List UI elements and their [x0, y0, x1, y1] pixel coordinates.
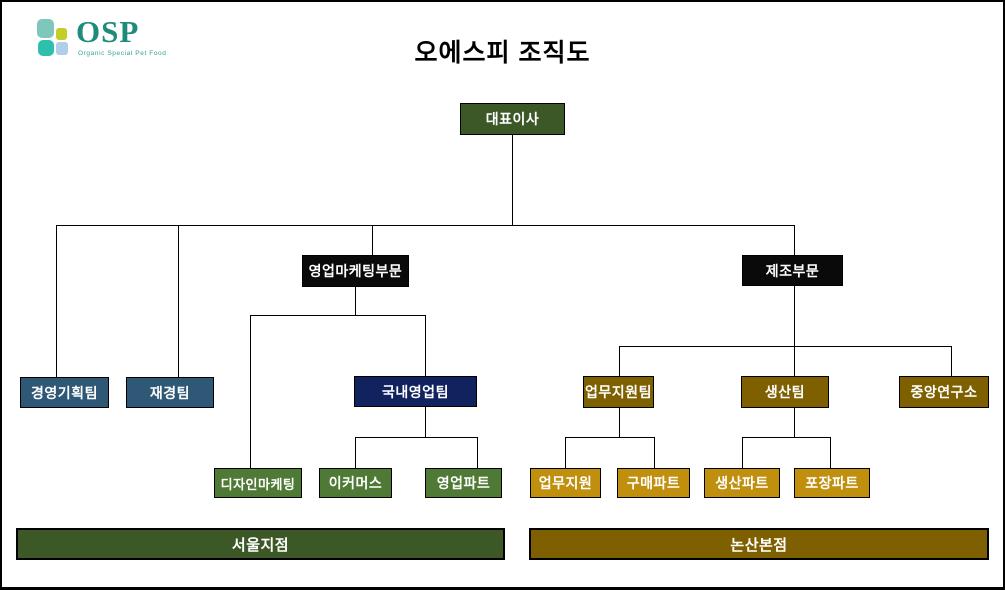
node-part-design-marketing: 디자인마케팅 [214, 468, 302, 498]
branch-bar-seoul: 서울지점 [16, 528, 505, 560]
connector [619, 408, 620, 437]
logo-tagline: Organic Special Pet Food [78, 50, 167, 57]
logo-square-yellowgreen [56, 28, 67, 40]
logo-text: OSP [76, 14, 140, 49]
connector [619, 346, 952, 347]
connector [512, 135, 513, 225]
node-division-manufacturing: 제조부문 [742, 255, 843, 286]
node-team-domestic-sales: 국내영업팀 [354, 376, 477, 407]
node-team-research: 중앙연구소 [899, 376, 989, 408]
node-team-production: 생산팀 [741, 376, 829, 408]
osp-logo: OSP Organic Special Pet Food [32, 14, 222, 66]
branch-bar-nonsan: 논산본점 [529, 528, 989, 560]
node-part-ecommerce: 이커머스 [319, 468, 392, 498]
logo-square-teal [37, 19, 54, 38]
node-team-planning: 경영기획팀 [20, 377, 109, 408]
page-title: 오에스피 조직도 [414, 39, 591, 67]
connector [794, 408, 795, 437]
connector [619, 346, 620, 376]
connector [654, 437, 655, 468]
connector [250, 315, 251, 468]
connector [372, 225, 373, 255]
node-part-biz-support: 업무지원 [530, 468, 601, 498]
node-team-biz-support: 업무지원팀 [583, 376, 654, 408]
connector [56, 225, 795, 226]
connector [425, 407, 426, 437]
connector [565, 437, 566, 468]
connector [794, 286, 795, 376]
logo-square-turquoise [38, 40, 54, 56]
logo-square-lightblue [56, 42, 68, 55]
connector [565, 437, 655, 438]
connector [250, 315, 426, 316]
node-part-purchasing: 구매파트 [617, 468, 690, 498]
connector [951, 346, 952, 376]
connector [355, 437, 478, 438]
connector [794, 225, 795, 255]
node-team-finance: 재경팀 [126, 377, 214, 408]
connector [477, 437, 478, 468]
node-division-sales-marketing: 영업마케팅부문 [302, 255, 409, 287]
connector [830, 437, 831, 468]
node-part-sales: 영업파트 [425, 468, 502, 498]
connector [742, 437, 743, 468]
connector [178, 225, 179, 377]
node-part-production: 생산파트 [704, 468, 780, 498]
connector [425, 315, 426, 376]
connector [355, 287, 356, 315]
connector [56, 225, 57, 377]
osp-logo-icon [35, 17, 71, 57]
connector [742, 437, 831, 438]
node-ceo: 대표이사 [460, 103, 565, 135]
connector [355, 437, 356, 468]
node-part-packaging: 포장파트 [794, 468, 870, 498]
